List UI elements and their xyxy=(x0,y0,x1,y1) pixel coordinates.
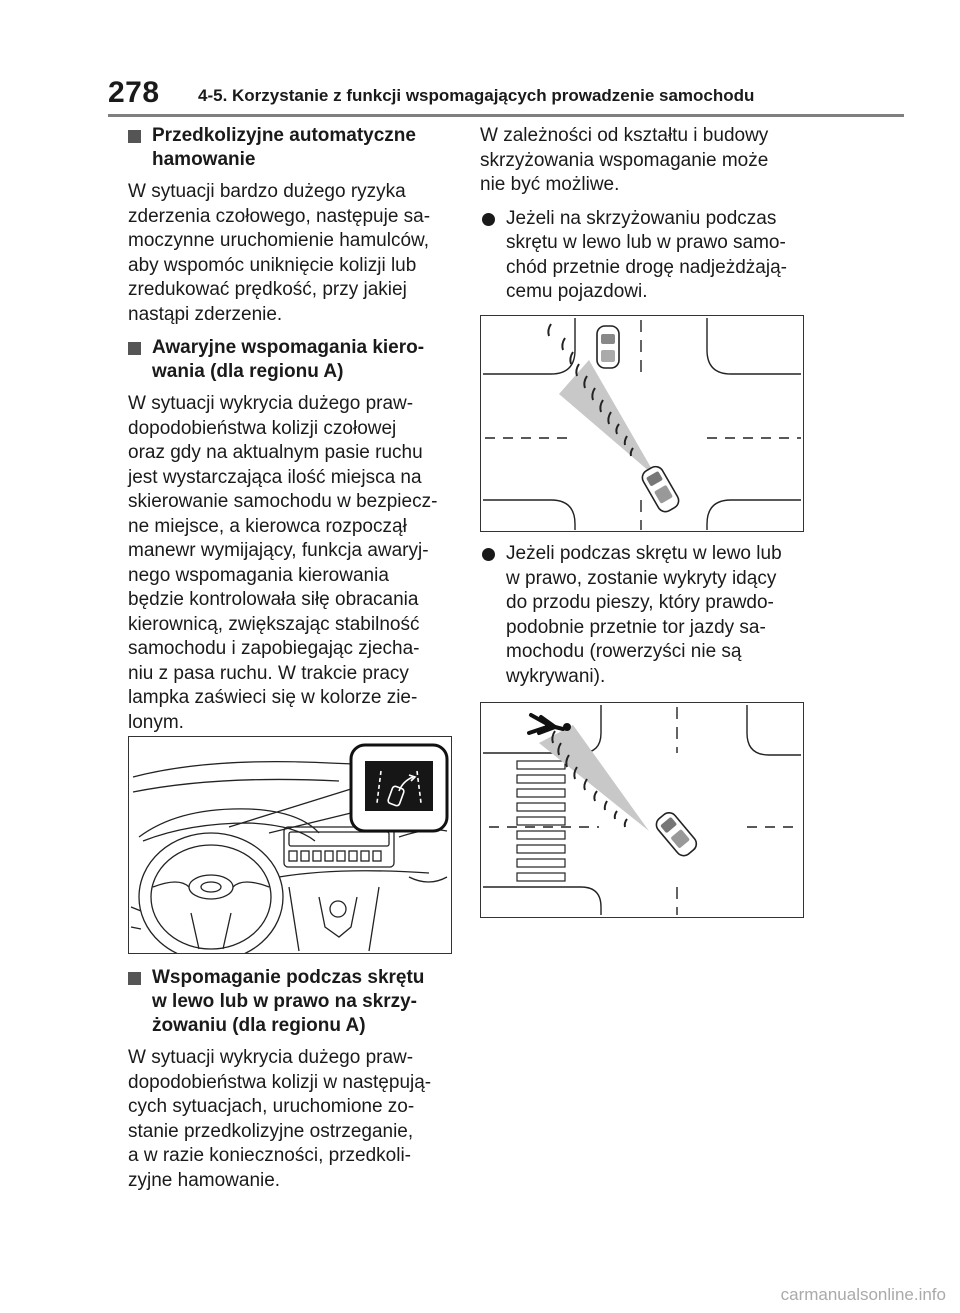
text-line: wykrywani). xyxy=(506,665,606,687)
right-column: W zależności od kształtu i budowy skrzyż… xyxy=(480,124,810,315)
text-line: zderzenia czołowego, następuje sa- xyxy=(128,205,431,227)
text-line: skrętu w lewo lub w prawo samo- xyxy=(506,232,786,253)
text-line: manewr wymijający, funkcja awaryj- xyxy=(128,540,429,561)
text-line: nego wspomagania kierowania xyxy=(128,564,389,586)
header-divider xyxy=(108,114,904,117)
page-header: 278 4-5. Korzystanie z funkcji wspomagaj… xyxy=(0,0,960,120)
text-line: skrzyżowania wspomaganie może xyxy=(480,149,769,171)
text-line: chód przetnie drogę nadjeżdżają- xyxy=(506,256,787,278)
text-line: samochodu i zapobiegając zjecha- xyxy=(128,638,420,659)
text-line: nie być możliwe. xyxy=(480,174,620,195)
text-line: będzie kontrolowała siłę obracania xyxy=(128,589,419,610)
text-line: skierowanie samochodu w bezpiecz- xyxy=(128,491,438,512)
dashboard-illustration xyxy=(128,736,452,954)
section-body-turn-assist: W sytuacji wykrycia dużego praw- dopodob… xyxy=(128,1046,458,1193)
text-line: podobnie przetnie tor jazdy sa- xyxy=(506,616,766,638)
heading-line: hamowanie xyxy=(152,149,256,170)
bullet-oncoming-vehicle: Jeżeli na skrzyżowaniu podczas skrętu w … xyxy=(480,207,810,305)
heading-line: wania (dla regionu A) xyxy=(152,361,344,382)
text-line: ne miejsce, a kierowca rozpoczął xyxy=(128,515,407,537)
steering-assist-indicator-icon xyxy=(376,770,422,807)
left-column-lower: Wspomaganie podczas skrętu w lewo lub w … xyxy=(128,966,458,1202)
heading-line: Awaryjne wspomagania kiero- xyxy=(152,337,425,358)
square-bullet-icon xyxy=(128,342,141,355)
text-line: jest wystarczająca ilość miejsca na xyxy=(128,466,422,488)
text-line: W zależności od kształtu i budowy xyxy=(480,125,769,146)
text-line: zyjne hamowanie. xyxy=(128,1169,281,1191)
heading-line: Wspomaganie podczas skrętu xyxy=(152,967,425,988)
text-line: aby wspomóc uniknięcie kolizji lub xyxy=(128,254,417,276)
text-line: w prawo, zostanie wykryty idący xyxy=(506,567,777,589)
text-line: a w razie konieczności, przedkoli- xyxy=(128,1145,412,1166)
section-heading-pre-collision-braking: Przedkolizyjne automatyczne hamowanie xyxy=(128,124,458,172)
heading-line: w lewo lub w prawo na skrzy- xyxy=(152,991,417,1012)
pedestrian-crossing xyxy=(516,760,566,882)
text-line: Jeżeli na skrzyżowaniu podczas xyxy=(506,207,777,229)
section-body-pre-collision-braking: W sytuacji bardzo dużego ryzyka zderzeni… xyxy=(128,180,458,327)
pedestrian-icon xyxy=(527,713,571,735)
text-line: zredukować prędkość, przy jakiej xyxy=(128,279,407,300)
text-line: nastąpi zderzenie. xyxy=(128,303,283,325)
text-line: W sytuacji wykrycia dużego praw- xyxy=(128,393,414,414)
text-line: cemu pojazdowi. xyxy=(506,281,648,302)
text-line: dopodobieństwa kolizji czołowej xyxy=(128,417,397,439)
heading-line: Przedkolizyjne automatyczne xyxy=(152,125,416,146)
heading-line: żowaniu (dla regionu A) xyxy=(152,1015,366,1036)
round-bullet-icon xyxy=(482,212,495,226)
text-line: niu z pasa ruchu. W trakcie pracy xyxy=(128,662,409,684)
turning-car-icon xyxy=(641,465,680,513)
section-body-emergency-steering: W sytuacji wykrycia dużego praw- dopodob… xyxy=(128,392,458,735)
text-line: moczynne uruchomienie hamulców, xyxy=(128,230,429,251)
oncoming-car-icon xyxy=(596,325,620,369)
bullet-pedestrian: Jeżeli podczas skrętu w lewo lub w prawo… xyxy=(480,542,810,689)
section-heading-emergency-steering: Awaryjne wspomagania kiero- wania (dla r… xyxy=(128,336,458,384)
round-bullet-icon xyxy=(482,548,495,561)
text-line: dopodobieństwa kolizji w następują- xyxy=(128,1071,432,1093)
intersection-note: W zależności od kształtu i budowy skrzyż… xyxy=(480,124,810,198)
text-line: do przodu pieszy, który prawdo- xyxy=(506,592,774,613)
text-line: W sytuacji bardzo dużego ryzyka xyxy=(128,181,406,202)
text-line: W sytuacji wykrycia dużego praw- xyxy=(128,1047,414,1068)
square-bullet-icon xyxy=(128,972,141,985)
right-column-lower: Jeżeli podczas skrętu w lewo lub w prawo… xyxy=(480,542,810,699)
text-line: kierownicą, zwiększając stabilność xyxy=(128,613,420,635)
section-heading-turn-assist: Wspomaganie podczas skrętu w lewo lub w … xyxy=(128,966,458,1038)
square-bullet-icon xyxy=(128,130,141,143)
text-line: lonym. xyxy=(128,711,184,733)
text-line: oraz gdy na aktualnym pasie ruchu xyxy=(128,442,423,463)
text-line: stanie przedkolizyjne ostrzeganie, xyxy=(128,1120,414,1142)
text-line: cych sytuacjach, uruchomione zo- xyxy=(128,1096,415,1117)
left-column: Przedkolizyjne automatyczne hamowanie W … xyxy=(128,124,458,744)
sensor-detection-cone xyxy=(539,725,649,831)
text-line: lampka zaświeci się w kolorze zie- xyxy=(128,687,418,708)
turning-car-icon xyxy=(655,812,698,857)
watermark: carmanualsonline.info xyxy=(780,1285,946,1304)
text-line: mochodu (rowerzyści nie są xyxy=(506,641,742,662)
pedestrian-turn-diagram xyxy=(480,702,804,918)
chapter-title: 4-5. Korzystanie z funkcji wspomagającyc… xyxy=(198,86,755,105)
page-number: 278 xyxy=(108,76,160,109)
text-line: Jeżeli podczas skrętu w lewo lub xyxy=(506,543,782,564)
oncoming-vehicle-turn-diagram xyxy=(480,315,804,532)
